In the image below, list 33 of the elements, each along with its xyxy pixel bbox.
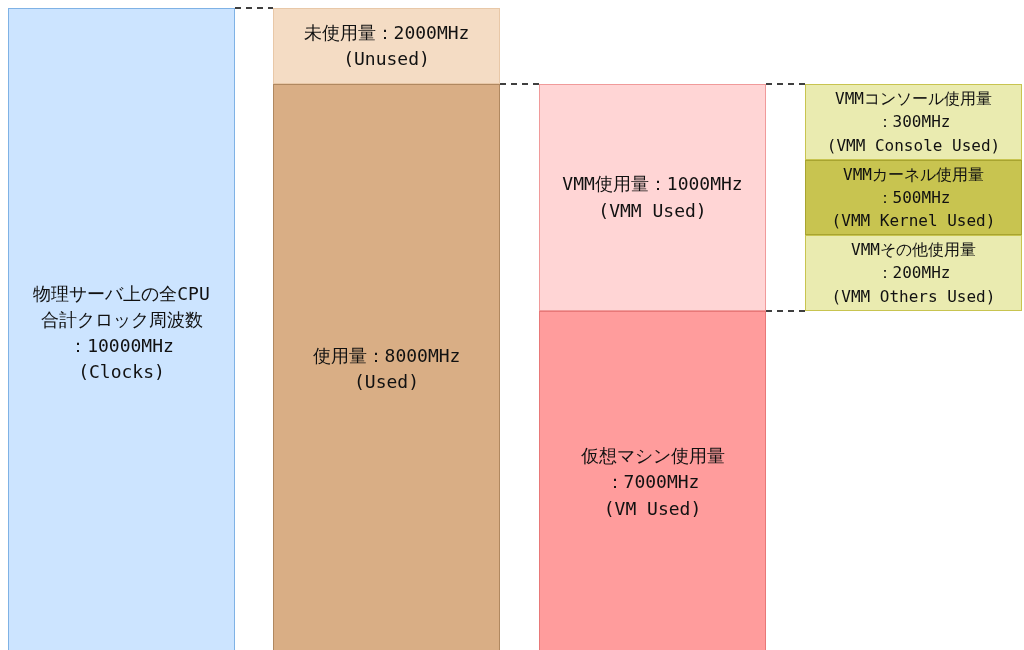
- vmm-others-segment: [805, 235, 1022, 311]
- segment-label: VMM使用量：1000MHz: [562, 172, 743, 197]
- segment-label: (VMM Others Used): [831, 285, 996, 308]
- segment-label: (Unused): [343, 47, 430, 71]
- total-clock-bar: [8, 8, 235, 650]
- segment-label: VMMコンソール使用量: [835, 88, 992, 111]
- segment-label: (VMM Used): [598, 198, 707, 223]
- segment-label: 物理サーバ上の全CPU合計クロック周波数: [32, 281, 211, 332]
- unused-segment: [273, 8, 500, 84]
- segment-label: 仮想マシン使用量: [580, 444, 725, 469]
- segment-label: ：200MHz: [876, 262, 951, 285]
- dashed-guide-line: [499, 83, 540, 85]
- segment-label: (VMM Kernel Used): [831, 210, 996, 233]
- segment-label: ：10000MHz: [69, 334, 174, 358]
- segment-label: VMMその他使用量: [851, 239, 976, 262]
- segment-label: 使用量：8000MHz: [312, 343, 461, 368]
- segment-label: (VMM Console Used): [826, 134, 1001, 157]
- vm-used-segment: [539, 311, 766, 650]
- segment-label: 未使用量：2000MHz: [303, 20, 470, 45]
- dashed-guide-line: [765, 310, 806, 312]
- dashed-guide-line: [234, 7, 274, 9]
- dashed-guide-line: [765, 83, 806, 85]
- vmm-kernel-segment: [805, 160, 1022, 235]
- used-segment: [273, 84, 500, 650]
- segment-label: ：300MHz: [876, 111, 951, 134]
- segment-label: ：500MHz: [876, 186, 951, 209]
- segment-label: (Used): [354, 370, 419, 394]
- vmm-used-segment: [539, 84, 766, 311]
- segment-label: (VM Used): [603, 496, 702, 521]
- segment-label: (Clocks): [78, 360, 165, 385]
- segment-label: VMMカーネル使用量: [843, 163, 984, 186]
- segment-label: ：7000MHz: [605, 470, 700, 495]
- vmm-console-segment: [805, 84, 1022, 160]
